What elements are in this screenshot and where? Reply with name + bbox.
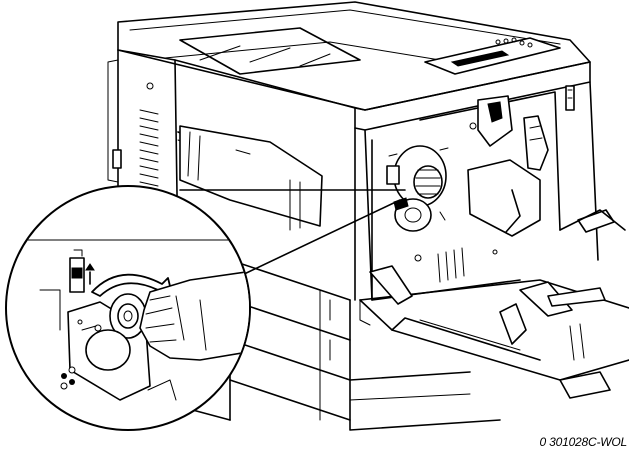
manual-feed-tray	[179, 125, 323, 231]
vent-grill	[139, 109, 159, 195]
toner-color-indicators	[60, 366, 76, 390]
control-panel	[424, 37, 561, 75]
toner-cartridge-icon	[67, 293, 151, 401]
magnified-detail-callout	[5, 185, 251, 431]
toner-cartridge-knob	[393, 145, 449, 232]
internal-mechanisms	[414, 85, 575, 283]
figure-reference-code: 0 301028C-WOL	[539, 435, 628, 449]
paper-cassettes	[229, 259, 501, 431]
open-front-door	[359, 209, 629, 399]
callout-leader-lines	[179, 189, 406, 277]
hand-turning-knob	[139, 269, 249, 361]
lock-lever	[69, 249, 95, 293]
